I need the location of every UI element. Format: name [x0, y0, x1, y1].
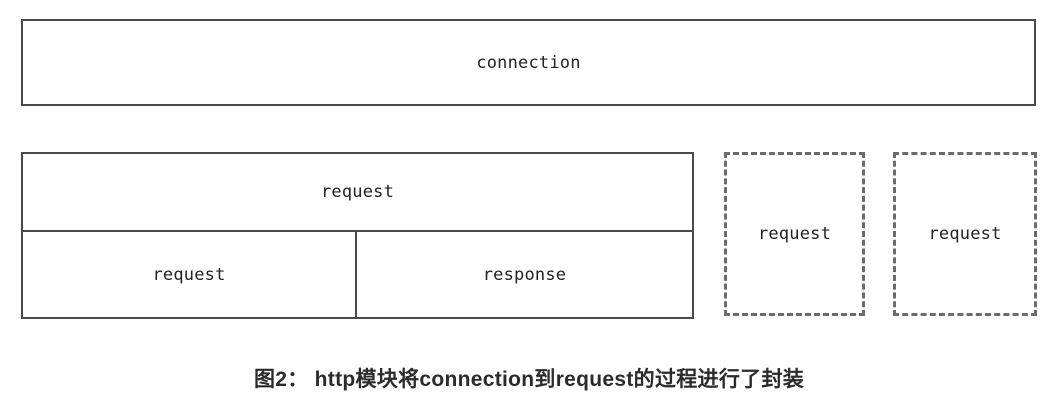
- request-sub-cell: request: [23, 232, 357, 317]
- request-stack-box: request request response: [21, 152, 694, 319]
- dashed-request-box-2: request: [893, 152, 1037, 316]
- request-sub-cell-label: request: [152, 264, 226, 285]
- figure-caption: 图2： http模块将connection到request的过程进行了封装: [253, 368, 805, 391]
- response-sub-cell-label: response: [482, 264, 567, 285]
- dashed-request-box-2-label: request: [928, 224, 1002, 244]
- request-top-row: request: [23, 154, 692, 232]
- connection-box-label: connection: [476, 52, 581, 73]
- connection-box: connection: [21, 19, 1036, 106]
- response-sub-cell: response: [357, 232, 692, 317]
- dashed-request-box-1: request: [724, 152, 865, 316]
- dashed-request-box-1-label: request: [757, 224, 832, 244]
- request-bottom-row: request response: [23, 232, 692, 317]
- request-top-row-label: request: [320, 182, 395, 202]
